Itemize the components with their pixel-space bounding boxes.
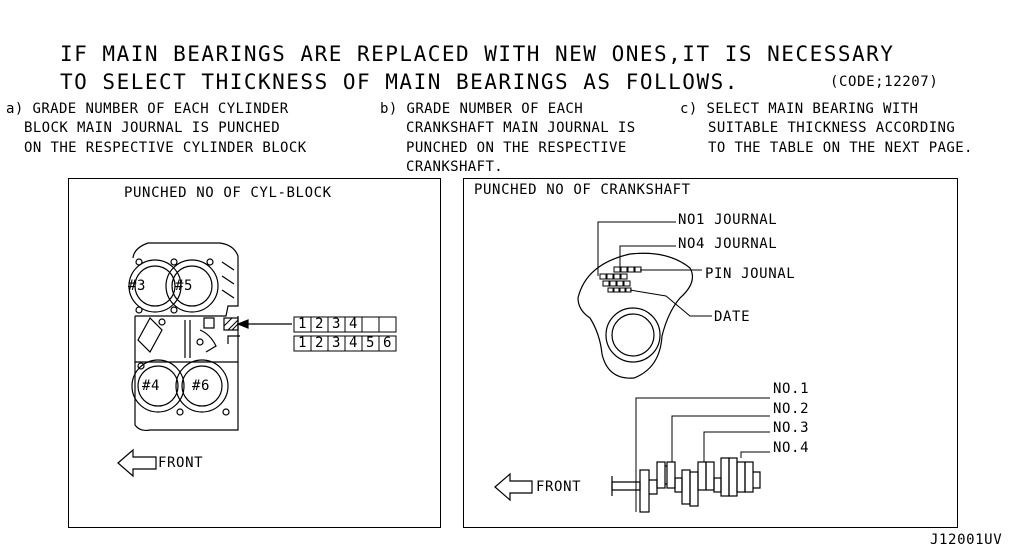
journal-label-2: NO.2: [773, 401, 810, 417]
crankshaft-title: PUNCHED NO OF CRANKSHAFT: [474, 182, 691, 198]
heading-line-1: IF MAIN BEARINGS ARE REPLACED WITH NEW O…: [60, 42, 895, 66]
front-arrow-icon: [117, 448, 157, 478]
front-label-right: FRONT: [536, 479, 582, 495]
bore-label-6: #6: [192, 378, 211, 394]
grade-row2-1: 1: [298, 335, 308, 351]
step-a-line-1: a) GRADE NUMBER OF EACH CYLINDER: [6, 101, 289, 117]
reference-code: (CODE;12207): [830, 74, 939, 90]
step-a-line-2: BLOCK MAIN JOURNAL IS PUNCHED: [24, 120, 281, 136]
grade-row2-2: 2: [315, 335, 325, 351]
bore-label-5: #5: [175, 278, 194, 294]
callout-no4-journal: NO4 JOURNAL: [678, 236, 778, 252]
callout-no1-journal: NO1 JOURNAL: [678, 212, 778, 228]
callout-date: DATE: [714, 309, 751, 325]
front-label-left: FRONT: [158, 455, 204, 471]
grade-row2-3: 3: [332, 335, 342, 351]
grade-row1-1: 1: [298, 316, 308, 332]
crankshaft-nose-drawing: [577, 221, 712, 379]
figure-id: J12001UV: [930, 532, 1003, 548]
cylinder-block-drawing: [128, 242, 292, 432]
step-b-line-4: CRANKSHAFT.: [406, 159, 504, 175]
step-b-line-3: PUNCHED ON THE RESPECTIVE: [406, 140, 627, 156]
grade-row1-4: 4: [349, 316, 359, 332]
front-arrow-icon: [494, 472, 533, 502]
crankshaft-panel: [463, 178, 958, 528]
bore-label-4: #4: [142, 378, 161, 394]
step-a-line-3: ON THE RESPECTIVE CYLINDER BLOCK: [24, 140, 307, 156]
grade-row1-2: 2: [315, 316, 325, 332]
bore-label-3: #3: [128, 278, 147, 294]
journal-label-4: NO.4: [773, 440, 810, 456]
step-b-line-1: b) GRADE NUMBER OF EACH: [380, 101, 584, 117]
crankshaft-side-drawing: [611, 397, 770, 513]
block-grade-boxes: [293, 316, 397, 352]
cylinder-block-title: PUNCHED NO OF CYL-BLOCK: [124, 185, 332, 201]
grade-row2-4: 4: [349, 335, 359, 351]
grade-row2-5: 5: [366, 335, 376, 351]
grade-row1-3: 3: [332, 316, 342, 332]
step-b-line-2: CRANKSHAFT MAIN JOURNAL IS: [406, 120, 636, 136]
callout-pin-journal: PIN JOUNAL: [705, 266, 796, 282]
cylinder-block-panel: [68, 178, 441, 528]
grade-row2-6: 6: [383, 335, 393, 351]
step-c-line-2: SUITABLE THICKNESS ACCORDING: [708, 120, 956, 136]
journal-label-1: NO.1: [773, 381, 810, 397]
step-c-line-1: c) SELECT MAIN BEARING WITH: [680, 101, 919, 117]
journal-label-3: NO.3: [773, 420, 810, 436]
heading-line-2: TO SELECT THICKNESS OF MAIN BEARINGS AS …: [60, 70, 739, 94]
step-c-line-3: TO THE TABLE ON THE NEXT PAGE.: [708, 140, 973, 156]
